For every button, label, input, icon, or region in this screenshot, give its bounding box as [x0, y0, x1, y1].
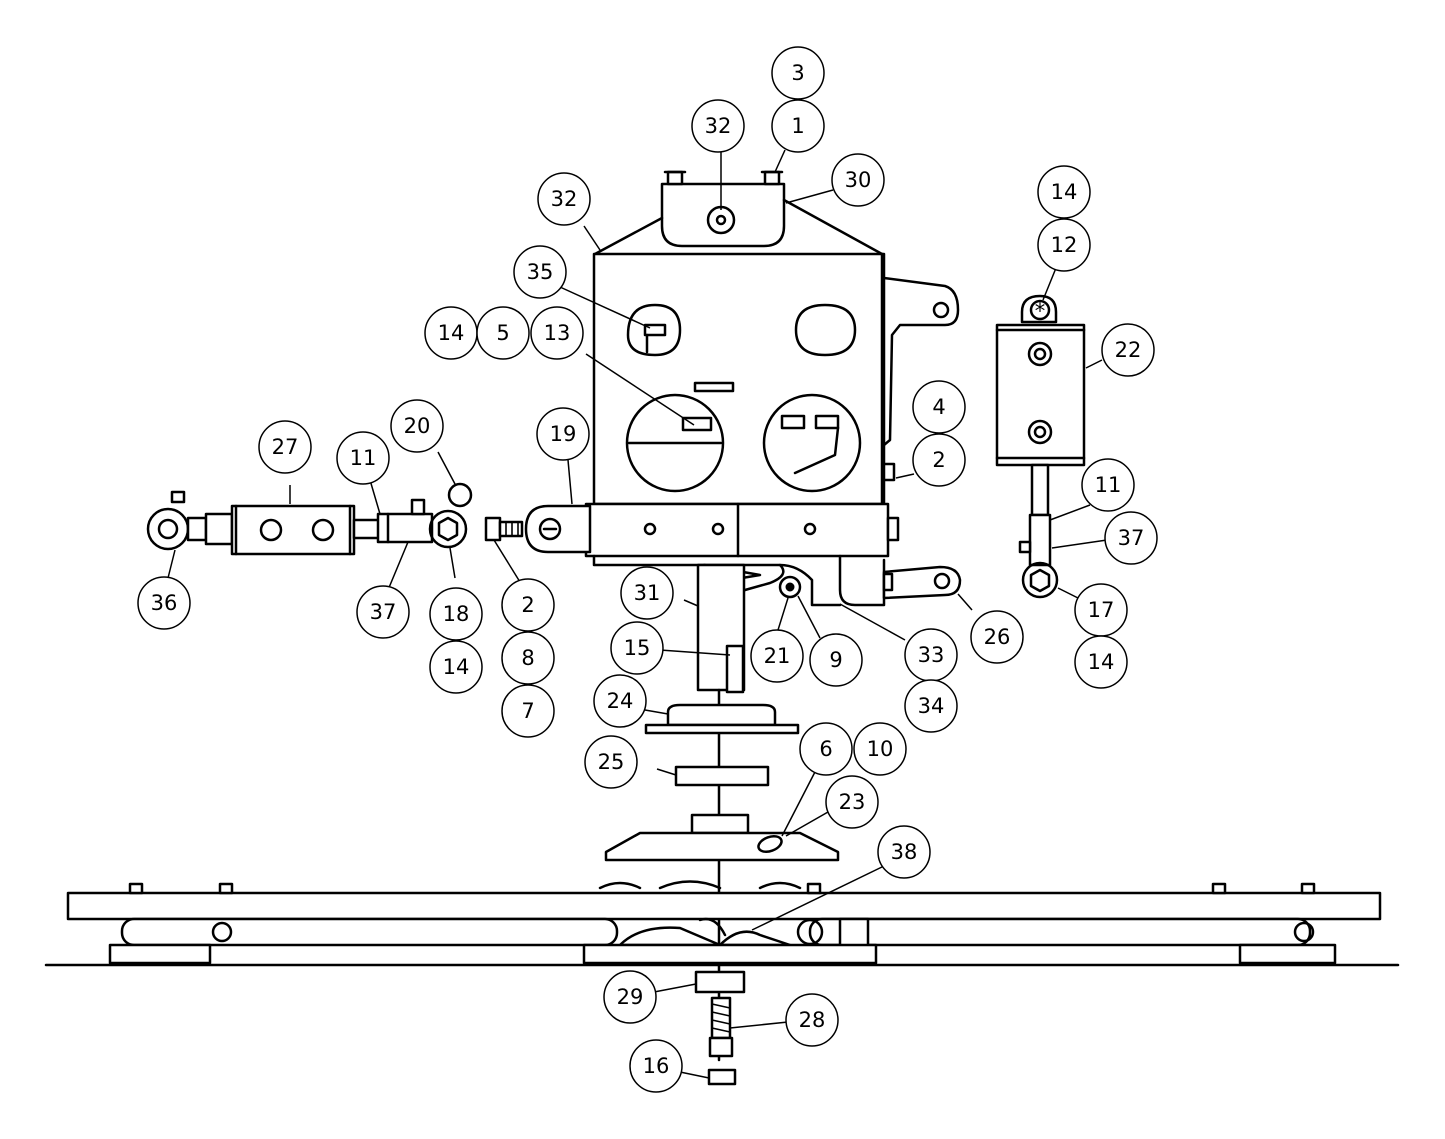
callout-balloon: 35: [513, 245, 567, 299]
callout-balloon: 24: [593, 674, 647, 728]
callout-balloon: 11: [1081, 458, 1135, 512]
callout-balloon: 30: [831, 153, 885, 207]
svg-text:8: 8: [521, 646, 534, 670]
callout-balloon: 14: [1037, 165, 1091, 219]
svg-text:1: 1: [791, 114, 804, 138]
callout-balloon: 5: [476, 306, 530, 360]
svg-text:*: *: [1035, 299, 1046, 323]
callout-balloon: 2: [501, 578, 555, 632]
svg-text:18: 18: [443, 602, 470, 626]
leader-lines: [167, 149, 1108, 1079]
callout-balloon: 14: [424, 306, 478, 360]
main-housing: [524, 170, 962, 607]
svg-text:3: 3: [791, 61, 804, 85]
svg-text:17: 17: [1088, 598, 1115, 622]
svg-text:14: 14: [443, 655, 470, 679]
callout-balloon: 31: [620, 566, 674, 620]
callout-balloon: 33: [904, 628, 958, 682]
callout-balloon: 16: [629, 1039, 683, 1093]
svg-text:11: 11: [1095, 473, 1122, 497]
svg-text:29: 29: [617, 985, 644, 1009]
svg-text:2: 2: [521, 593, 534, 617]
callout-balloon: 6: [799, 722, 853, 776]
svg-text:4: 4: [932, 395, 945, 419]
callout-balloon: 10: [853, 722, 907, 776]
callout-balloon: 23: [825, 775, 879, 829]
callout-balloon: 26: [970, 610, 1024, 664]
callout-balloon: 37: [356, 585, 410, 639]
callout-balloon: 32: [537, 172, 591, 226]
callout-balloon: 14: [1074, 635, 1128, 689]
callout-balloon: 18: [429, 587, 483, 641]
callout-balloon: 28: [785, 993, 839, 1047]
svg-text:31: 31: [634, 581, 661, 605]
svg-text:14: 14: [438, 321, 465, 345]
callout-balloon: 22: [1101, 323, 1155, 377]
svg-text:25: 25: [598, 750, 625, 774]
base-frame: [44, 880, 1400, 967]
callout-balloon: 21: [750, 629, 804, 683]
svg-text:7: 7: [521, 699, 534, 723]
callout-balloon: 7: [501, 684, 555, 738]
callout-balloon: 38: [877, 825, 931, 879]
svg-text:23: 23: [839, 790, 866, 814]
svg-text:12: 12: [1051, 233, 1078, 257]
callout-balloons: 3 1 32 30 32 14 12 35 22 14 5 13 4 2 20 …: [137, 46, 1158, 1093]
svg-text:21: 21: [764, 644, 791, 668]
callout-balloon: 27: [258, 420, 312, 474]
svg-text:28: 28: [799, 1008, 826, 1032]
svg-text:10: 10: [867, 737, 894, 761]
callout-balloon: 3: [771, 46, 825, 100]
callout-balloon: 34: [904, 679, 958, 733]
callout-balloon: 32: [691, 99, 745, 153]
callout-balloon: 29: [603, 970, 657, 1024]
svg-text:34: 34: [918, 694, 945, 718]
callout-balloon: 12: [1037, 218, 1091, 272]
callout-balloon: 8: [501, 631, 555, 685]
svg-text:32: 32: [705, 114, 732, 138]
svg-text:2: 2: [932, 448, 945, 472]
svg-text:9: 9: [829, 648, 842, 672]
callout-balloon: 9: [809, 633, 863, 687]
svg-text:13: 13: [544, 321, 571, 345]
svg-text:16: 16: [643, 1054, 670, 1078]
callout-balloon: 25: [584, 735, 638, 789]
svg-text:14: 14: [1088, 650, 1115, 674]
svg-text:24: 24: [607, 689, 634, 713]
svg-text:38: 38: [891, 840, 918, 864]
callout-balloon: 19: [536, 407, 590, 461]
callout-balloon: 37: [1104, 511, 1158, 565]
callout-balloon: 1: [771, 99, 825, 153]
callout-balloon: 36: [137, 576, 191, 630]
svg-text:35: 35: [527, 260, 554, 284]
callout-balloon: 4: [912, 380, 966, 434]
left-rod-assembly: [146, 482, 524, 556]
svg-text:37: 37: [370, 600, 397, 624]
svg-text:19: 19: [550, 422, 577, 446]
callout-balloon: 2: [912, 433, 966, 487]
spindle-stack: [604, 563, 840, 1086]
svg-text:37: 37: [1118, 526, 1145, 550]
svg-text:30: 30: [845, 168, 872, 192]
svg-text:27: 27: [272, 435, 299, 459]
svg-text:33: 33: [918, 643, 945, 667]
svg-text:11: 11: [350, 446, 377, 470]
svg-text:26: 26: [984, 625, 1011, 649]
callout-balloon: 14: [429, 640, 483, 694]
svg-text:20: 20: [404, 414, 431, 438]
callout-balloon: 17: [1074, 583, 1128, 637]
svg-text:15: 15: [624, 636, 651, 660]
callout-balloon: 13: [530, 306, 584, 360]
svg-text:22: 22: [1115, 338, 1142, 362]
svg-text:32: 32: [551, 187, 578, 211]
svg-text:6: 6: [819, 737, 832, 761]
svg-text:36: 36: [151, 591, 178, 615]
right-shock-assembly: *: [995, 294, 1086, 599]
svg-text:5: 5: [496, 321, 509, 345]
callout-balloon: 15: [610, 621, 664, 675]
callout-balloon: 11: [336, 431, 390, 485]
callout-balloon: 20: [390, 399, 444, 453]
svg-text:14: 14: [1051, 180, 1078, 204]
